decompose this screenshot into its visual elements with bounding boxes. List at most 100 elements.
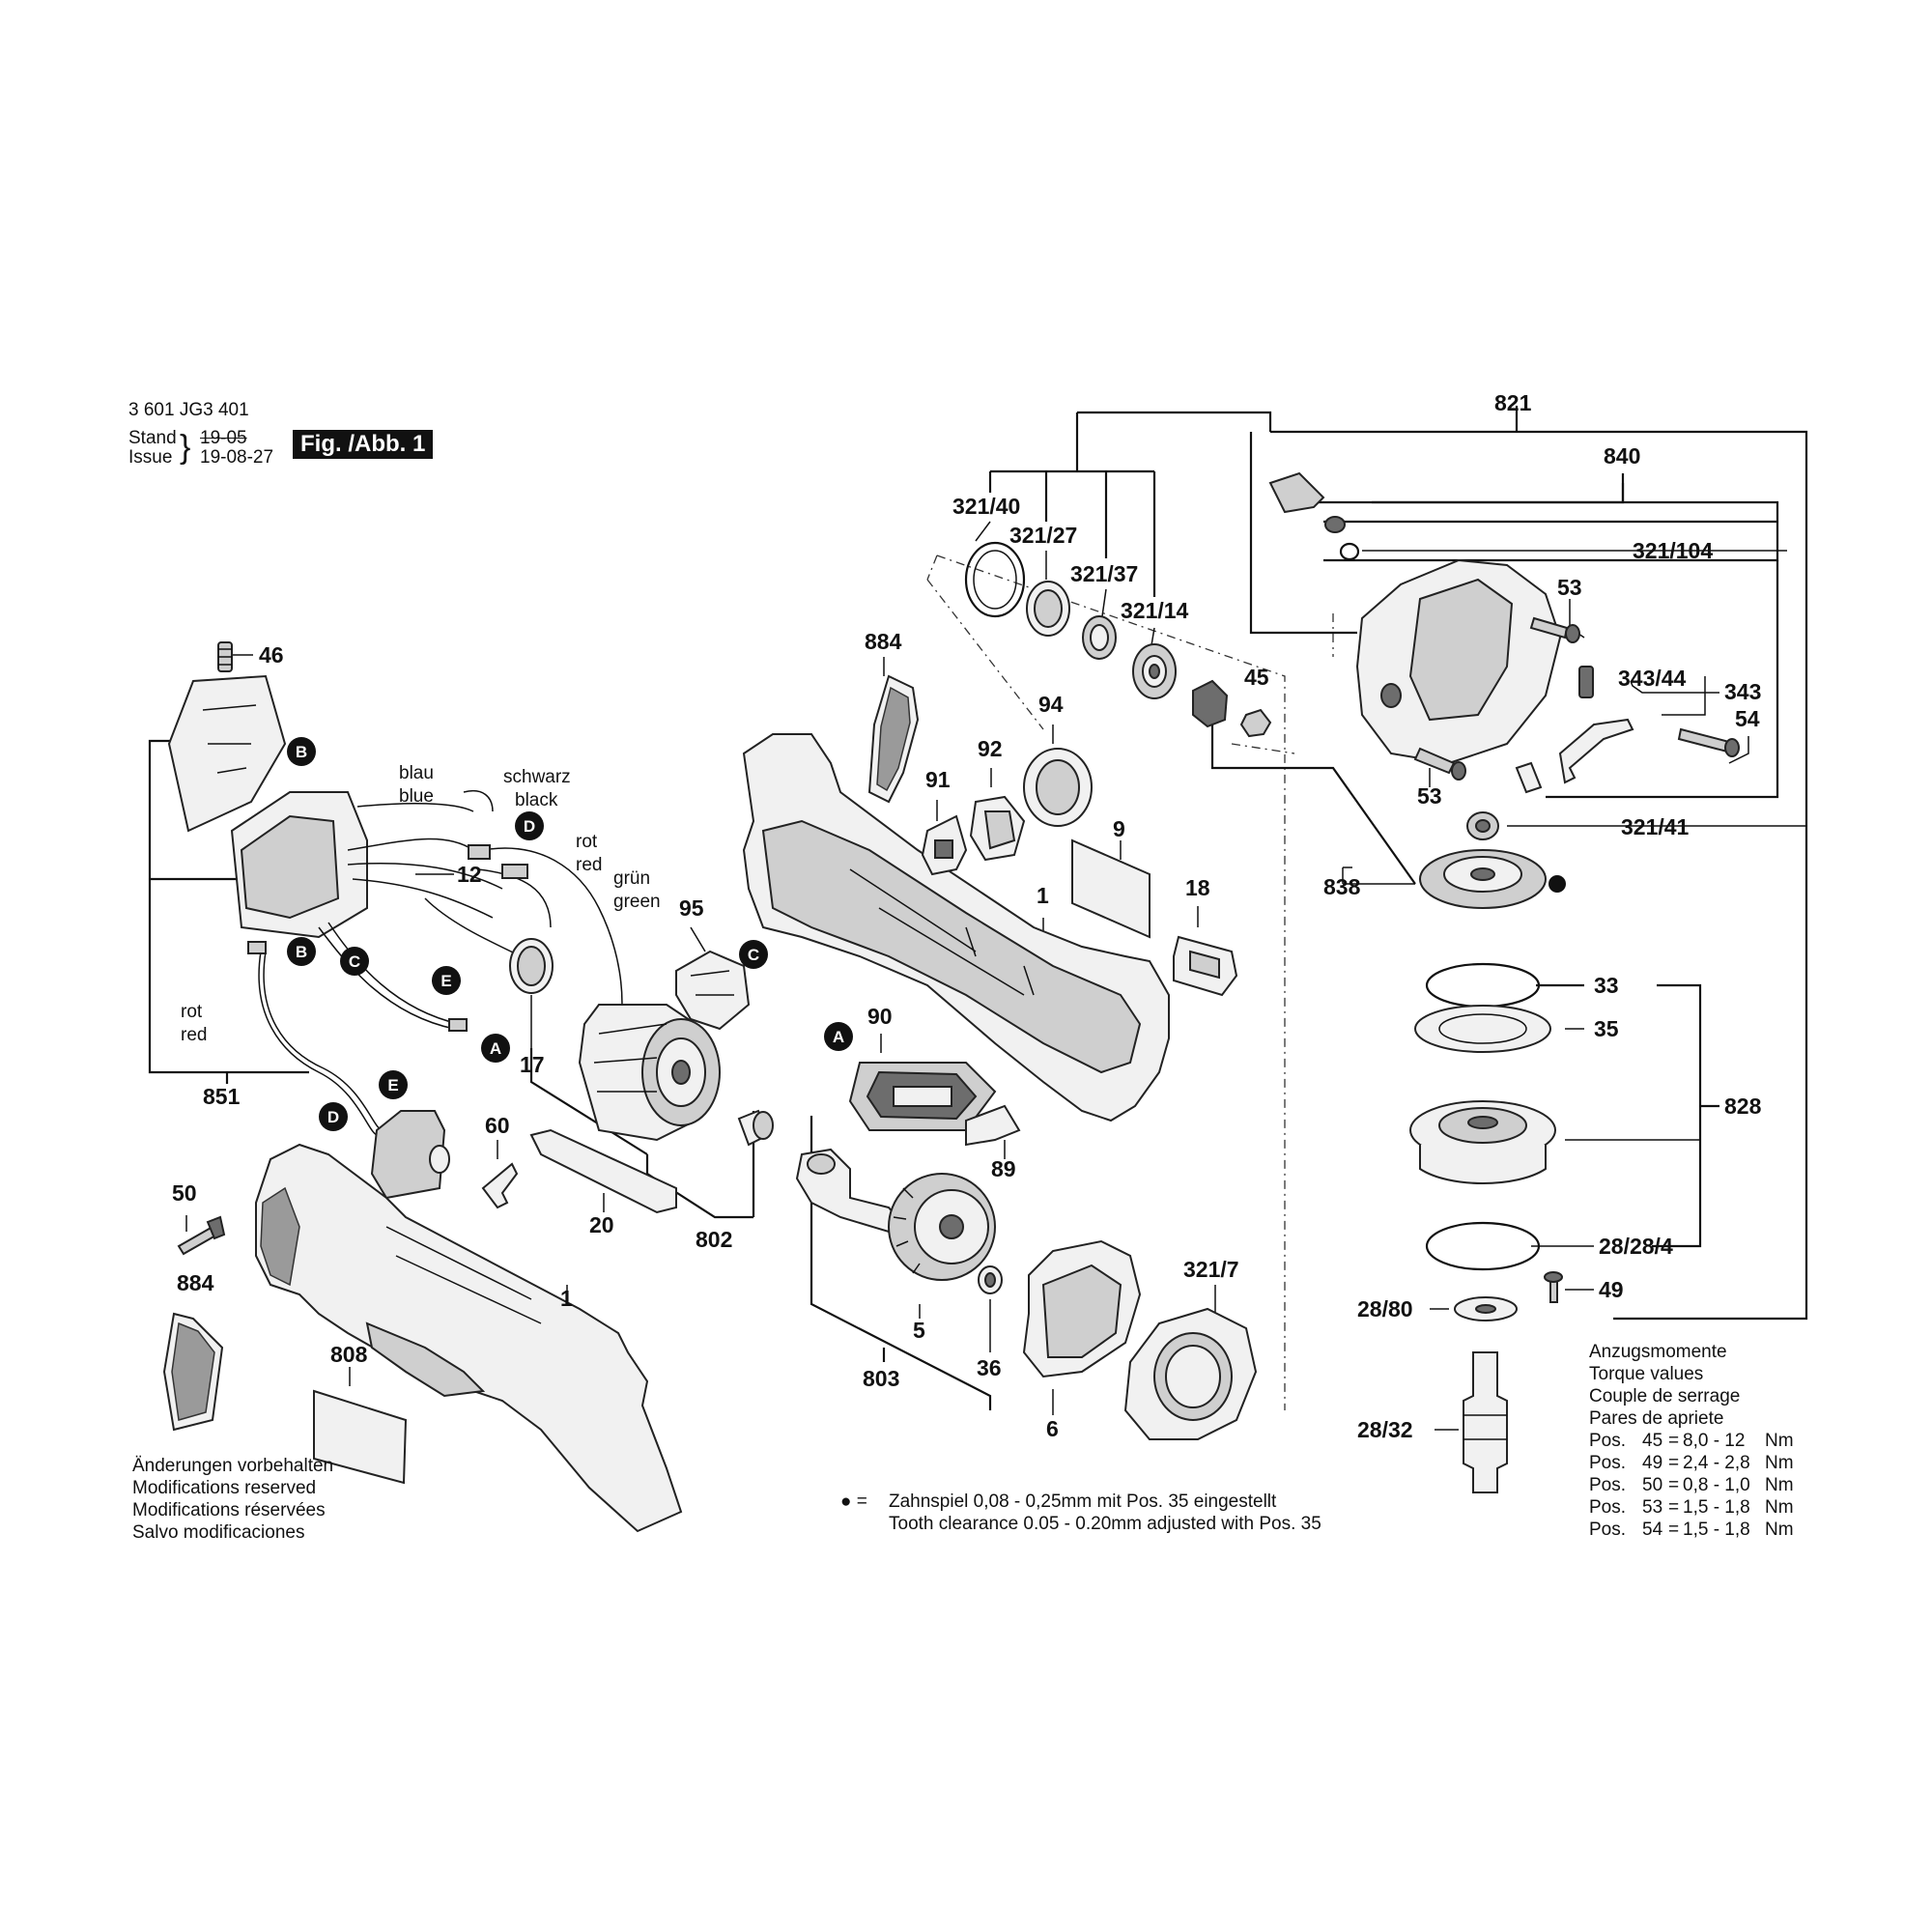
wire-label-red-left: red bbox=[181, 1025, 207, 1045]
wire-label-green: green bbox=[613, 892, 661, 912]
connector-d-lower bbox=[319, 1102, 348, 1131]
clearance-bullet: ● = bbox=[840, 1492, 867, 1512]
part-electronic-module bbox=[230, 791, 368, 939]
label-803: 803 bbox=[863, 1366, 899, 1391]
torque-row: Pos. 50 = 0,8 - 1,0 Nm bbox=[1589, 1474, 1802, 1496]
label-36: 36 bbox=[977, 1355, 1002, 1380]
torque-pos: Pos. bbox=[1589, 1497, 1627, 1518]
label-12: 12 bbox=[457, 862, 482, 887]
connector-a-right bbox=[824, 1022, 853, 1051]
label-33: 33 bbox=[1594, 973, 1619, 998]
part-802-coupler bbox=[737, 1109, 774, 1147]
wire-label-schwarz: schwarz bbox=[503, 767, 571, 787]
part-red-wire bbox=[247, 941, 383, 1136]
modifications-line: Modifications réservées bbox=[132, 1500, 326, 1520]
part-321-14-bearing bbox=[1132, 643, 1177, 699]
modifications-note: Änderungen vorbehalten Modifications res… bbox=[132, 1455, 333, 1544]
part-321-27-ring bbox=[1026, 581, 1070, 637]
part-20-switch-bar bbox=[529, 1128, 677, 1214]
wire-label-gruen: grün bbox=[613, 868, 650, 889]
part-89-cap bbox=[965, 1104, 1021, 1147]
connector-b-upper-letter: B bbox=[296, 743, 307, 761]
label-851: 851 bbox=[203, 1084, 241, 1109]
label-46: 46 bbox=[259, 642, 284, 668]
torque-pos: Pos. bbox=[1589, 1475, 1627, 1495]
part-plug bbox=[1515, 761, 1543, 794]
connector-markers: B B C C D D E E A A bbox=[287, 737, 853, 1131]
torque-unit: Nm bbox=[1765, 1453, 1794, 1473]
label-321-14: 321/14 bbox=[1121, 598, 1189, 623]
part-number-labels: 46 12 851 17 50 60 20 802 1 884 808 884 … bbox=[172, 390, 1762, 1442]
torque-eq: = bbox=[1668, 1475, 1680, 1495]
part-36-washer bbox=[978, 1265, 1003, 1294]
torque-title: Anzugsmomente bbox=[1589, 1342, 1727, 1362]
part-92-holder bbox=[969, 795, 1026, 862]
connector-d-upper bbox=[515, 811, 544, 840]
label-343-44: 343/44 bbox=[1618, 666, 1687, 691]
part-crown-gear bbox=[1419, 849, 1547, 909]
label-50: 50 bbox=[172, 1180, 197, 1206]
connector-d-upper-letter: D bbox=[524, 817, 535, 836]
brace-glyph: } bbox=[180, 429, 191, 466]
connector-b-upper bbox=[287, 737, 316, 766]
label-95: 95 bbox=[679, 895, 704, 921]
wire-color-labels: blau blue schwarz black rot red grün gre… bbox=[181, 763, 661, 1045]
wire-label-blue: blue bbox=[399, 786, 434, 807]
label-321-37: 321/37 bbox=[1070, 561, 1138, 586]
label-28-32: 28/32 bbox=[1357, 1417, 1413, 1442]
part-808-label bbox=[313, 1389, 408, 1485]
label-90: 90 bbox=[867, 1004, 893, 1029]
torque-num: 50 bbox=[1642, 1475, 1663, 1495]
part-91-bracket bbox=[921, 814, 968, 876]
wire-label-red-top: red bbox=[576, 855, 602, 875]
part-35-shim bbox=[1414, 1005, 1551, 1053]
torque-value: 2,4 - 2,8 bbox=[1683, 1453, 1750, 1473]
part-28-80-washer bbox=[1454, 1296, 1518, 1321]
stand-value: 19-05 bbox=[200, 428, 247, 448]
torque-title: Couple de serrage bbox=[1589, 1386, 1741, 1406]
connector-b-lower bbox=[287, 937, 316, 966]
torque-num: 53 bbox=[1642, 1497, 1663, 1518]
connector-d-lower-letter: D bbox=[327, 1108, 339, 1126]
part-884-lower-grille bbox=[162, 1312, 224, 1432]
torque-num: 54 bbox=[1642, 1520, 1663, 1540]
part-90-electronic-board bbox=[848, 1062, 997, 1131]
torque-row: Pos. 54 = 1,5 - 1,8 Nm bbox=[1589, 1519, 1802, 1541]
part-1-housing-upper bbox=[742, 733, 1170, 1122]
connector-e-upper-letter: E bbox=[440, 972, 451, 990]
label-54: 54 bbox=[1735, 706, 1760, 731]
clearance-note-line2: Tooth clearance 0.05 - 0.20mm adjusted w… bbox=[889, 1514, 1321, 1534]
label-17: 17 bbox=[520, 1052, 545, 1077]
label-20: 20 bbox=[589, 1212, 614, 1237]
part-wire-harness bbox=[318, 790, 623, 1039]
torque-value: 0,8 - 1,0 bbox=[1683, 1475, 1750, 1495]
label-89: 89 bbox=[991, 1156, 1016, 1181]
torque-eq: = bbox=[1668, 1453, 1680, 1473]
figure-label: Fig. /Abb. 1 bbox=[293, 430, 434, 459]
part-motor bbox=[578, 1004, 721, 1142]
connector-c-right-letter: C bbox=[748, 946, 759, 964]
part-28-28-4-o-ring bbox=[1425, 1221, 1541, 1271]
wire-label-rot-top: rot bbox=[576, 832, 598, 852]
label-828: 828 bbox=[1724, 1094, 1762, 1119]
torque-eq: = bbox=[1668, 1497, 1680, 1518]
label-321-7: 321/7 bbox=[1183, 1257, 1239, 1282]
torque-unit: Nm bbox=[1765, 1431, 1794, 1451]
part-28-32-spindle bbox=[1463, 1351, 1508, 1493]
torque-unit: Nm bbox=[1765, 1475, 1794, 1495]
wire-label-rot-left: rot bbox=[181, 1002, 203, 1022]
part-bearing-flange bbox=[1409, 1100, 1556, 1184]
label-92: 92 bbox=[978, 736, 1003, 761]
torque-row: Pos. 49 = 2,4 - 2,8 Nm bbox=[1589, 1452, 1802, 1474]
part-343-lever bbox=[1558, 718, 1634, 784]
connector-c-left bbox=[340, 947, 369, 976]
torque-eq: = bbox=[1668, 1431, 1680, 1451]
label-321-41: 321/41 bbox=[1621, 814, 1690, 839]
label-6: 6 bbox=[1046, 1416, 1059, 1441]
wire-label-blau: blau bbox=[399, 763, 434, 783]
part-5-gear bbox=[888, 1173, 996, 1281]
label-18: 18 bbox=[1185, 875, 1210, 900]
connector-e-upper bbox=[432, 966, 461, 995]
label-808: 808 bbox=[330, 1342, 368, 1367]
label-5: 5 bbox=[913, 1318, 925, 1343]
